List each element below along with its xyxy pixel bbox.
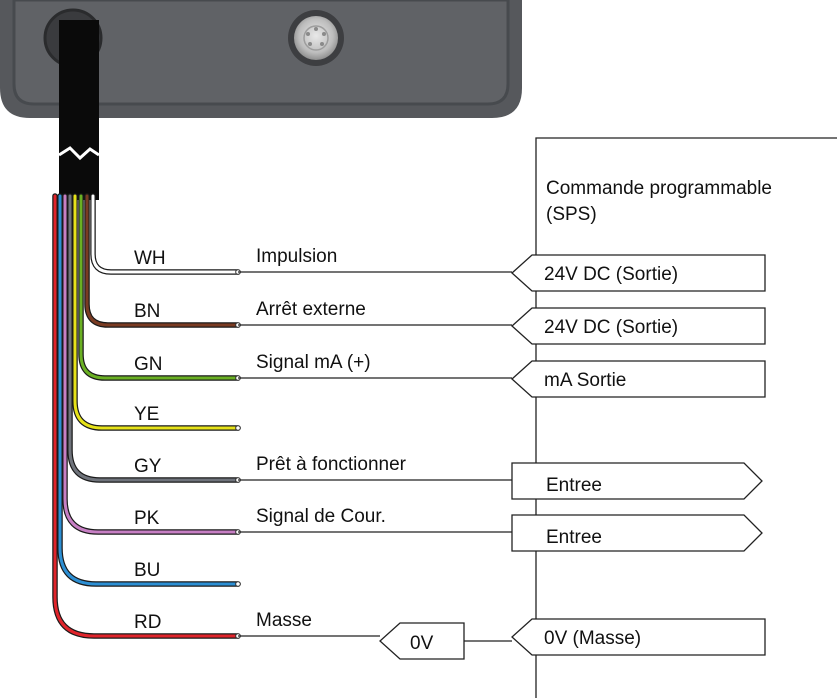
- signal-label: Signal mA (+): [256, 352, 371, 373]
- signal-label: Arrêt externe: [256, 299, 366, 320]
- plc-terminal-label: mA Sortie: [544, 370, 626, 391]
- wire-code: RD: [134, 612, 161, 633]
- wire-ye: YE: [72, 193, 241, 431]
- plc-output-terminal: 24V DC (Sortie): [511, 254, 766, 292]
- wire-code: YE: [134, 404, 159, 425]
- wire-bn: BN Arrêt externe: [84, 193, 512, 328]
- wire-code: BN: [134, 301, 160, 322]
- plc-output-terminal: 24V DC (Sortie): [511, 307, 766, 345]
- plc-output-terminal: 0V (Masse): [511, 618, 766, 656]
- wire-terminal: [235, 581, 241, 587]
- wire-code: BU: [134, 560, 160, 581]
- cable: [58, 20, 100, 200]
- plc-terminal-label: 0V (Masse): [544, 628, 641, 649]
- plc-terminal-label: Entree: [546, 527, 602, 548]
- signal-label: Prêt à fonctionner: [256, 454, 407, 475]
- plc-input-terminal: Entree: [511, 514, 763, 552]
- plc-terminals: 24V DC (Sortie) 24V DC (Sortie) mA SortieE…: [511, 254, 766, 656]
- wire-code: GY: [134, 456, 162, 477]
- wire-gy: GY Prêt à fonctionner: [67, 193, 512, 483]
- plc-block: Commande programmable (SPS): [535, 137, 837, 698]
- plc-output-terminal: mA Sortie: [511, 360, 766, 398]
- signal-label: Impulsion: [256, 246, 337, 267]
- plc-terminal-label: 24V DC (Sortie): [544, 264, 678, 285]
- plc-subtitle: (SPS): [546, 204, 597, 225]
- wire-terminal: [235, 425, 241, 431]
- signal-label: Signal de Cour.: [256, 506, 386, 527]
- signal-label: Masse: [256, 610, 312, 631]
- plc-title: Commande programmable: [546, 178, 772, 199]
- ground-tag: 0V: [379, 622, 512, 660]
- plc-input-terminal: Entree: [511, 462, 763, 500]
- plc-terminal-label: 24V DC (Sortie): [544, 317, 678, 338]
- wire-code: PK: [134, 508, 160, 529]
- wire-code: GN: [134, 354, 163, 375]
- wire-wh: WH Impulsion: [90, 193, 512, 275]
- wire-gn: GN Signal mA (+): [78, 193, 512, 381]
- plc-terminal-label: Entree: [546, 475, 602, 496]
- wire-code: WH: [134, 248, 166, 269]
- wire-bu: BU: [57, 193, 241, 587]
- ground-tag-label: 0V: [410, 633, 434, 654]
- round-connector-icon: [288, 10, 344, 66]
- wire-pk: PK Signal de Cour.: [62, 193, 512, 535]
- wire-rd: RD Masse: [52, 193, 380, 639]
